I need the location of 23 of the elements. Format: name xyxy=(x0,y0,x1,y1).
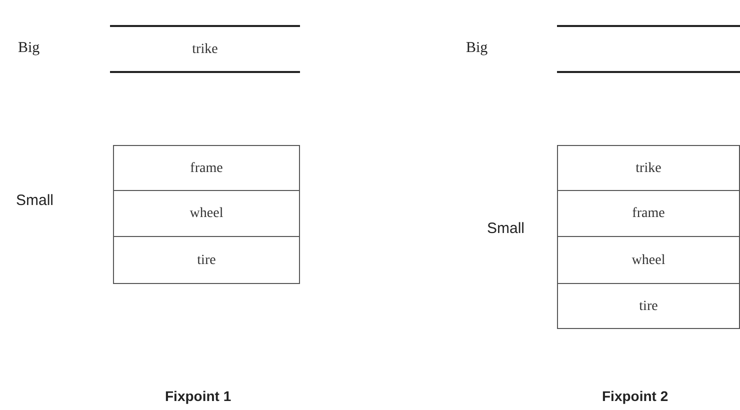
row-label: Big xyxy=(18,39,40,58)
table-cell xyxy=(557,236,740,284)
item-label: frame xyxy=(190,160,223,178)
band xyxy=(557,25,740,73)
panel-caption: Fixpoint 1 xyxy=(165,387,232,406)
item-label: trike xyxy=(636,160,662,178)
item-label: tire xyxy=(639,298,658,316)
table-cell xyxy=(557,145,740,191)
table-cell xyxy=(113,236,300,284)
band xyxy=(110,25,300,73)
row-label: Small xyxy=(16,191,54,211)
item-label: trike xyxy=(192,40,218,58)
table-cell xyxy=(557,190,740,237)
table-cell xyxy=(557,283,740,329)
panel-caption: Fixpoint 2 xyxy=(602,387,668,406)
item-label: tire xyxy=(197,252,216,270)
table-cell xyxy=(113,145,300,191)
row-label: Big xyxy=(466,39,488,58)
item-label: wheel xyxy=(632,252,666,270)
table-cell xyxy=(113,190,300,237)
row-label: Small xyxy=(487,219,525,239)
item-label: frame xyxy=(632,205,665,223)
item-label: wheel xyxy=(190,205,224,223)
